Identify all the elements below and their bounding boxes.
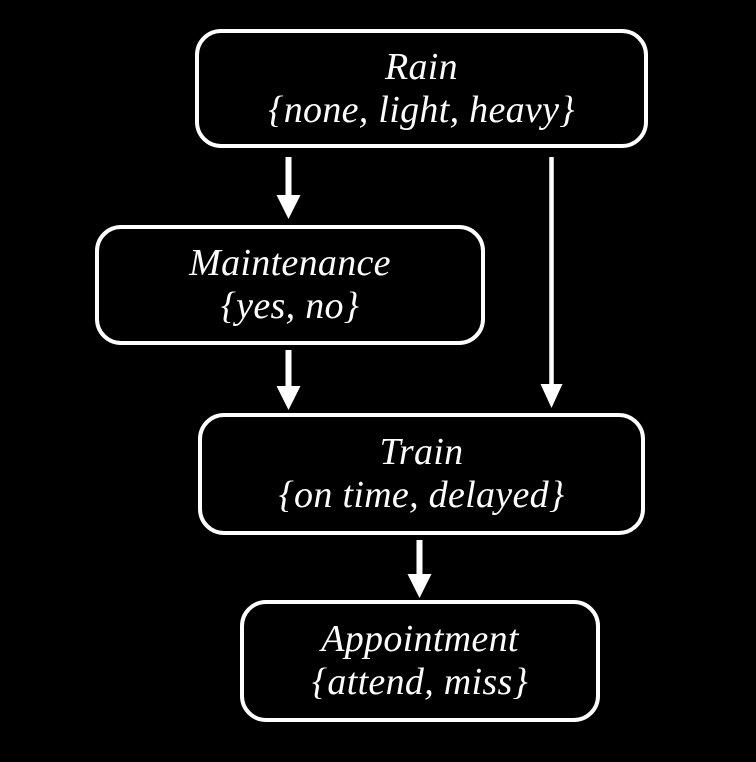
- node-appointment-states: {attend, miss}: [311, 661, 529, 703]
- node-appointment-label: Appointment: [321, 618, 519, 661]
- node-rain-label: Rain: [385, 45, 458, 88]
- node-rain[interactable]: Rain {none, light, heavy}: [195, 29, 648, 148]
- node-train-label: Train: [379, 431, 464, 474]
- node-maintenance-states: {yes, no}: [220, 285, 360, 327]
- edge-rain-to-maintenance: [270, 155, 310, 225]
- node-appointment[interactable]: Appointment {attend, miss}: [240, 600, 600, 722]
- node-maintenance[interactable]: Maintenance {yes, no}: [95, 225, 485, 345]
- edge-rain-to-train: [533, 155, 573, 415]
- node-train-states: {on time, delayed}: [278, 474, 565, 516]
- edge-train-to-appointment: [401, 538, 441, 604]
- edge-maintenance-to-train: [270, 348, 310, 416]
- node-rain-states: {none, light, heavy}: [268, 88, 575, 131]
- node-maintenance-label: Maintenance: [189, 242, 391, 285]
- node-train[interactable]: Train {on time, delayed}: [198, 413, 645, 535]
